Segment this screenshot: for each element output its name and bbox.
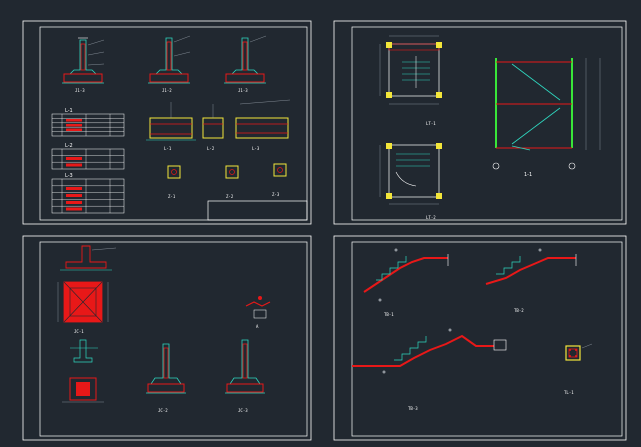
table-3-title: L-3 [65,173,73,179]
sheet-2-inner-border [351,26,623,221]
pile-cap-elevation [60,245,117,271]
foundation-detail-3: J1-3 [224,35,267,93]
stair-tb2-label: TB-2 [514,308,524,313]
foundation-detail-2: J1-2 [148,35,191,93]
sheet-1-inner-border [39,26,308,221]
foundation-2-label: J1-2 [162,88,172,93]
foundation-1-label: J1-3 [75,88,85,93]
sheet-4[interactable]: TB-1 TB-2 TB-3 TL-1 [333,235,627,441]
stair-tb3-label: TB-3 [408,406,418,411]
beam-elevation-1: L-1 [146,102,196,151]
foundation-jc3-label: JC-3 [238,408,248,413]
beam-2-label: L-2 [207,146,215,151]
plan-top-label: LT-1 [426,121,436,126]
sheet-1-title-block [207,200,308,221]
rebar-detail-a: A [245,296,271,329]
schedule-table-3: L-3 [51,173,125,214]
stair-plan-bottom: LT-2 [379,143,442,220]
schedule-table-1: L-1 [51,108,125,137]
pile-cap-plan: JC-1 [57,281,109,334]
table-2-title: L-2 [65,143,73,149]
foundation-detail-1: J1-3 [62,37,105,93]
beam-elevation-3: L-3 [235,99,291,151]
foundation-detail-jc3: JC-3 [225,339,265,413]
sheet-4-outer-border [333,235,627,441]
beam-detail-tl1: TL-1 [564,343,593,395]
column-section-3: Z-3 [272,163,287,197]
section-2-label: Z-2 [226,194,234,199]
stair-flight-tb2: TB-2 [485,248,577,313]
beam-elevation-2: L-2 [202,104,224,151]
stair-section-1-1: 1-1 [492,58,601,178]
stair-plan-top: LT-1 [379,35,442,126]
detail-a-label: A [256,324,259,329]
sheet-2-outer-border [333,20,627,225]
beam-3-label: L-3 [252,146,260,151]
foundation-jc2-label: JC-2 [158,408,168,413]
column-section-2: Z-2 [225,165,239,199]
foundation-detail-jc2: JC-2 [146,343,186,413]
sheet-1-outer-border [22,20,312,225]
schedule-table-2: L-2 [51,143,125,170]
section-3-label: Z-3 [272,192,280,197]
stair-tb1-label: TB-1 [384,312,394,317]
plan-bottom-label: LT-2 [426,215,436,220]
column-section-1: Z-1 [167,165,181,199]
detail-tl1-label: TL-1 [564,390,574,395]
sheet-1[interactable]: J1-3 J1-2 J1-3 L-1 [22,20,312,225]
sheet-4-inner-border [351,241,623,437]
section-1-1-label: 1-1 [524,172,532,178]
table-1-title: L-1 [65,108,73,114]
sheet-3[interactable]: JC-1 JC-2 JC-3 A [22,235,312,441]
sheet-2[interactable]: LT-1 LT-2 [333,20,627,225]
beam-1-label: L-1 [164,146,172,151]
sheet-3-outer-border [22,235,312,441]
stair-flight-tb3: TB-3 [352,328,507,411]
foundation-jc1-label: JC-1 [74,329,84,334]
sheet-3-inner-border [39,241,308,437]
section-1-label: Z-1 [168,194,176,199]
pile-cap-plan-2 [62,339,104,403]
foundation-3-label: J1-3 [238,88,248,93]
stair-flight-tb1: TB-1 [363,248,449,317]
